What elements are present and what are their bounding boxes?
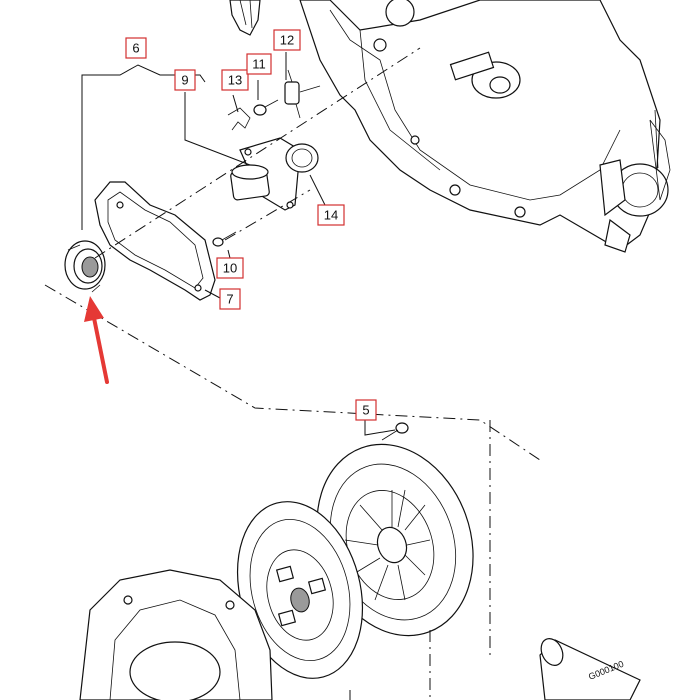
callout-5-label: 5 xyxy=(362,403,369,418)
release-lever xyxy=(230,137,301,211)
spring-connector xyxy=(284,69,321,119)
callout-12: 12 xyxy=(273,29,301,51)
callout-13-label: 13 xyxy=(228,73,242,88)
clutch-disc xyxy=(236,501,364,679)
release-bearing xyxy=(64,240,106,293)
callout-11: 11 xyxy=(246,53,272,75)
callout-10-label: 10 xyxy=(223,261,237,276)
flywheel xyxy=(79,569,273,700)
callout-7: 7 xyxy=(219,288,241,310)
pressure-plate-bolt xyxy=(381,422,409,441)
flywheel-fragment xyxy=(229,0,261,36)
callout-12-label: 12 xyxy=(280,33,294,48)
leader-lines xyxy=(81,52,396,436)
callout-13: 13 xyxy=(221,69,249,91)
callout-9-label: 9 xyxy=(181,73,188,88)
callout-5: 5 xyxy=(355,399,377,421)
guide-sleeve-plate xyxy=(94,181,216,301)
grease-tube: G000100 xyxy=(539,638,641,700)
callout-14-label: 14 xyxy=(324,208,338,223)
retaining-clip xyxy=(227,107,251,131)
red-indicator-arrow xyxy=(84,296,109,384)
seal-ring xyxy=(285,143,319,173)
bolt-10 xyxy=(212,231,237,247)
callout-11-label: 11 xyxy=(252,57,266,72)
bolt-small xyxy=(253,99,279,116)
assembly-axes xyxy=(44,47,541,700)
callout-9: 9 xyxy=(174,69,196,91)
gearbox-housing xyxy=(299,0,671,253)
callout-6-label: 6 xyxy=(132,41,139,56)
callout-14: 14 xyxy=(317,204,345,226)
callout-6: 6 xyxy=(125,37,147,59)
callout-10: 10 xyxy=(216,257,244,279)
callout-7-label: 7 xyxy=(226,292,233,307)
